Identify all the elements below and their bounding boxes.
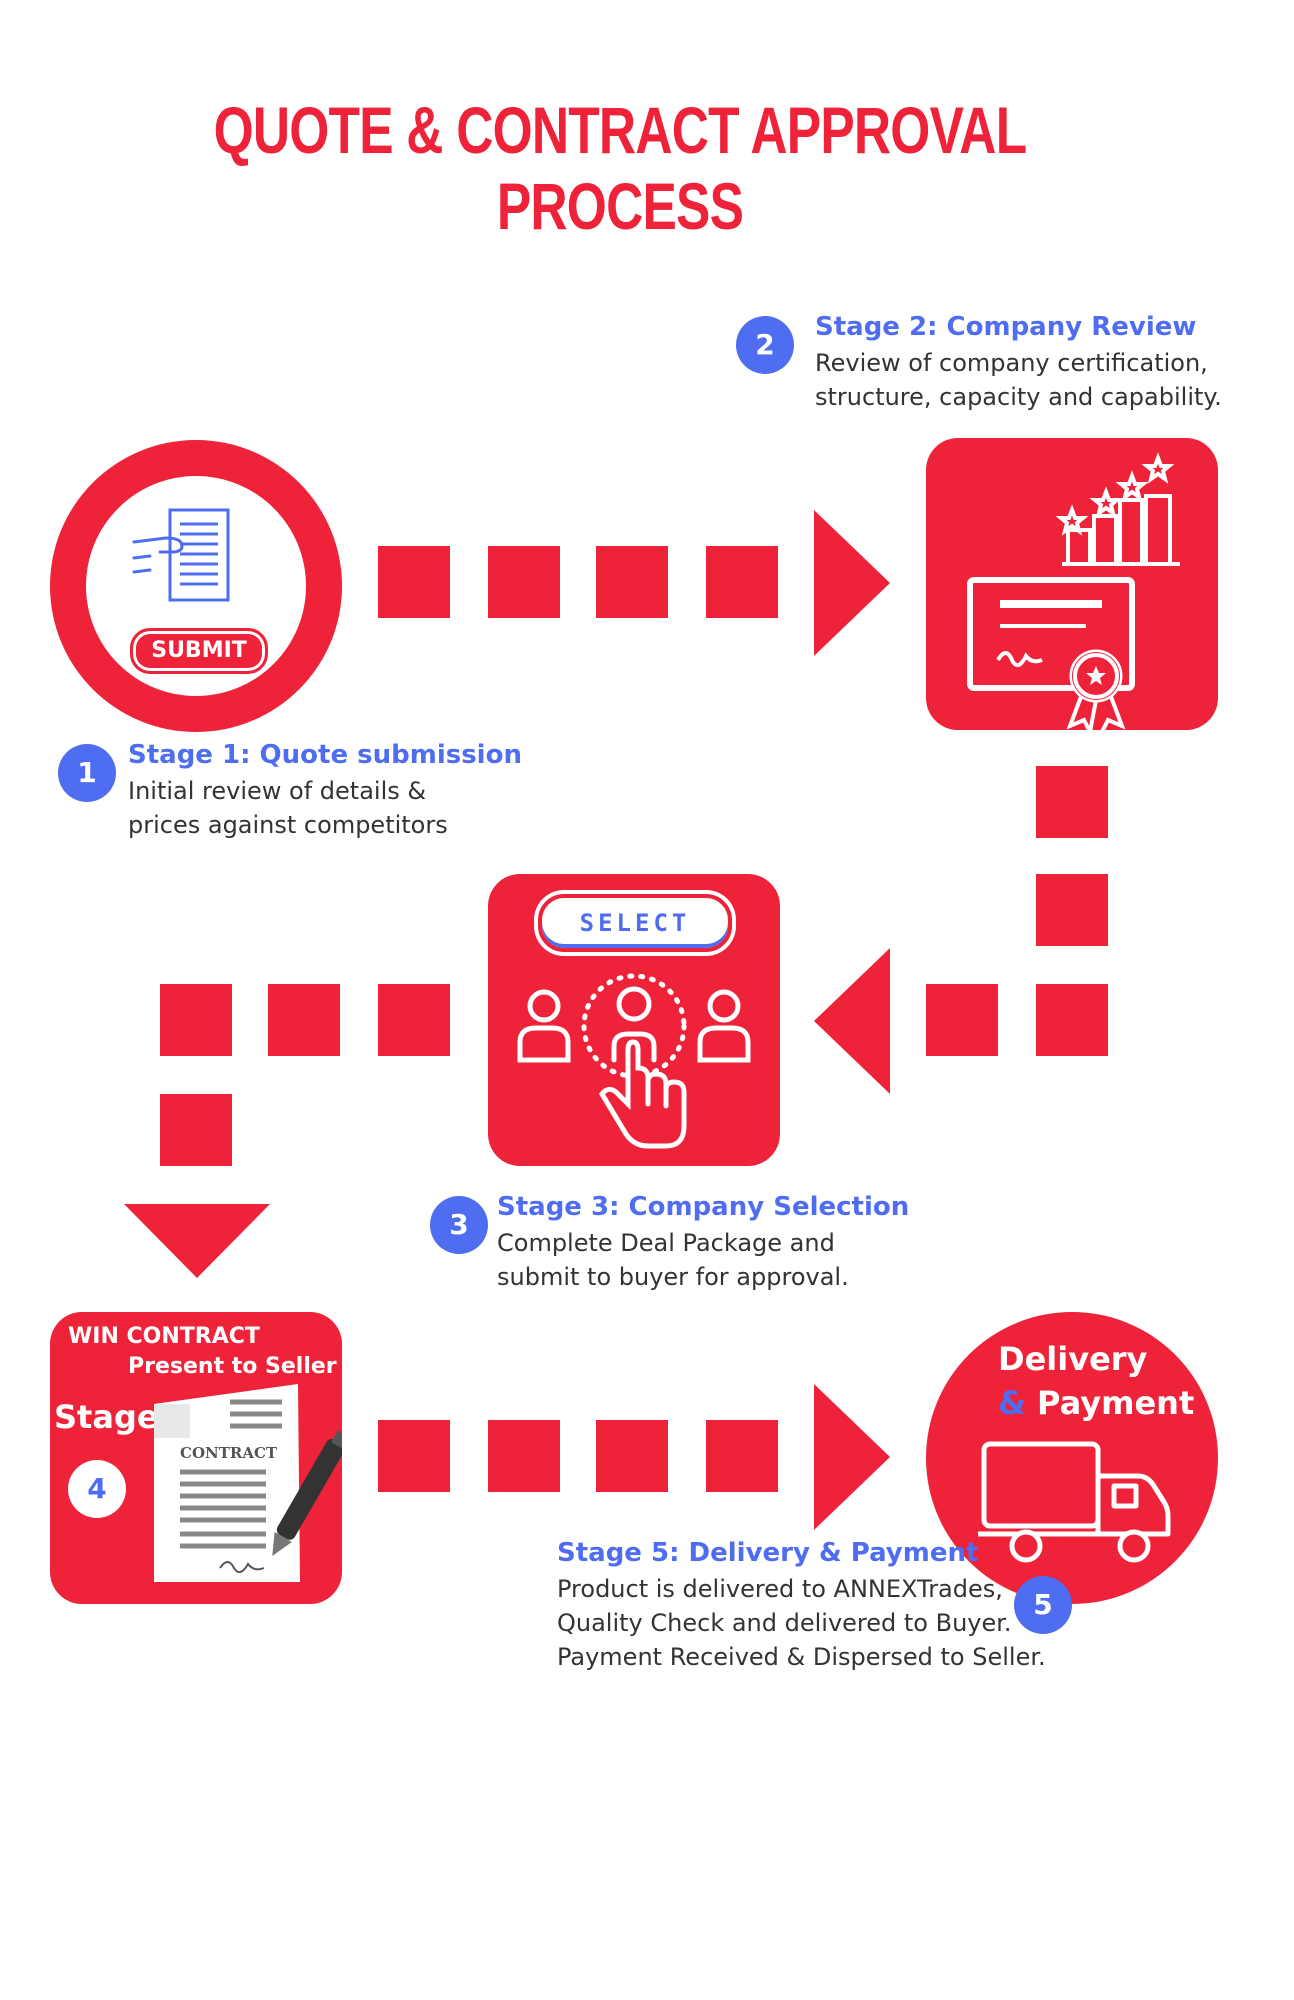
stage1-circle: SUBMIT: [50, 440, 342, 732]
submit-label: SUBMIT: [151, 638, 247, 663]
stage5-line: Quality Check and delivered to Buyer.: [557, 1609, 1012, 1637]
stage4-number-badge: 4: [68, 1460, 126, 1518]
stage2-description: Review of company certification, structu…: [815, 346, 1222, 414]
stage5-circle-line2: Payment: [1037, 1384, 1195, 1422]
page-title: QUOTE & CONTRACT APPROVAL PROCESS: [213, 93, 1028, 243]
stage1-title: Stage 1: Quote submission: [128, 740, 522, 770]
stage5-title: Stage 5: Delivery & Payment: [557, 1538, 979, 1568]
stage5-line: Product is delivered to ANNEXTrades,: [557, 1575, 1003, 1603]
stage2-title: Stage 2: Company Review: [815, 312, 1197, 342]
stage2-line: Review of company certification,: [815, 349, 1208, 377]
stage5-number-badge: 5: [1014, 1576, 1072, 1634]
stage3-description: Complete Deal Package and submit to buye…: [497, 1226, 849, 1294]
stage4-label-line1: WIN CONTRACT: [68, 1324, 260, 1349]
stage1-number-badge: 1: [58, 744, 116, 802]
stage2-box: [926, 438, 1218, 730]
stage5-description: Product is delivered to ANNEXTrades, Qua…: [557, 1572, 1046, 1674]
stage1-description: Initial review of details & prices again…: [128, 774, 448, 842]
delivery-truck-icon: [978, 1441, 1171, 1563]
stage3-title: Stage 3: Company Selection: [497, 1192, 910, 1222]
stage5-circle-amp: &: [998, 1384, 1026, 1422]
contract-pen-icon: [154, 1384, 342, 1582]
stage3-box: SELECT: [488, 874, 780, 1166]
stage2-number-badge: 2: [736, 316, 794, 374]
stage4-stage-word: Stage: [54, 1398, 159, 1436]
stage3-number-badge: 3: [430, 1196, 488, 1254]
select-label: SELECT: [579, 909, 691, 937]
submit-badge: SUBMIT: [130, 628, 268, 674]
select-button-graphic: SELECT: [538, 894, 732, 952]
document-hand-icon: [132, 508, 230, 602]
stage4-label-line2: Present to Seller: [128, 1354, 337, 1379]
stage5-circle-line1: Delivery: [998, 1340, 1148, 1378]
certificate-rating-icon: [967, 452, 1180, 730]
stage3-line: Complete Deal Package and: [497, 1229, 835, 1257]
stage5-circle: Delivery & Payment: [926, 1312, 1218, 1604]
stage4-box: WIN CONTRACT Present to Seller Stage 4 C…: [50, 1312, 342, 1604]
stage1-line: Initial review of details &: [128, 777, 427, 805]
contract-doc-heading: CONTRACT: [180, 1444, 278, 1462]
stage2-line: structure, capacity and capability.: [815, 383, 1222, 411]
stage1-line: prices against competitors: [128, 811, 448, 839]
stage3-line: submit to buyer for approval.: [497, 1263, 849, 1291]
stage5-line: Payment Received & Dispersed to Seller.: [557, 1643, 1046, 1671]
select-person-icon: [517, 973, 751, 1149]
